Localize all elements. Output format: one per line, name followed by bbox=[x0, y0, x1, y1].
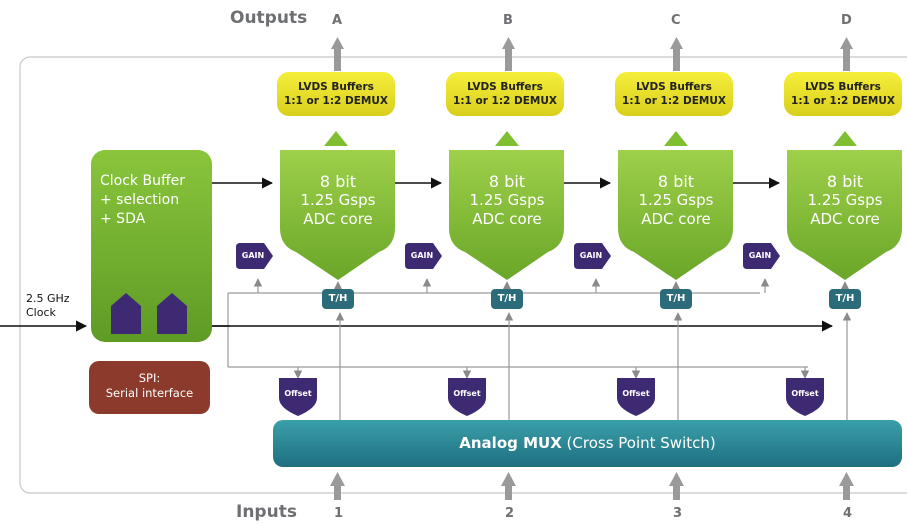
input-label-2: 2 bbox=[505, 506, 515, 521]
output-label-a: A bbox=[332, 13, 343, 28]
adc-resolution: 8 bit bbox=[826, 172, 864, 191]
clock-buffer-block: Clock Buffer + selection + SDA bbox=[91, 150, 212, 342]
lvds-buffer-demux: 1:1 or 1:2 DEMUX bbox=[622, 95, 726, 107]
clock-buffer-label: Clock Buffer + selection + SDA bbox=[100, 173, 185, 227]
adc-label: ADC core bbox=[472, 210, 542, 228]
track-hold-b: T/H bbox=[491, 289, 523, 309]
outputs-heading: Outputs bbox=[230, 8, 308, 28]
adc-core-shapes bbox=[280, 150, 902, 280]
offset-label-b: Offset bbox=[453, 389, 481, 398]
gain-label-a: GAIN bbox=[241, 251, 265, 260]
clock-chain bbox=[0, 177, 834, 332]
lvds-buffer-demux: 1:1 or 1:2 DEMUX bbox=[284, 95, 388, 107]
spi-block: SPI: Serial interface bbox=[89, 361, 210, 414]
lvds-buffer-a: LVDS Buffers 1:1 or 1:2 DEMUX bbox=[277, 72, 395, 116]
lvds-buffer-title: LVDS Buffers bbox=[467, 81, 543, 93]
spi-title: SPI: bbox=[138, 371, 161, 385]
adc-core-c: 8 bit 1.25 Gsps ADC core bbox=[616, 172, 736, 229]
adc-label: ADC core bbox=[810, 210, 880, 228]
chip-outline bbox=[19, 56, 907, 494]
adc-rate: 1.25 Gsps bbox=[807, 191, 883, 209]
adc-core-d: 8 bit 1.25 Gsps ADC core bbox=[785, 172, 905, 229]
inputs-heading: Inputs bbox=[236, 502, 297, 522]
clock-input-freq: 2.5 GHz bbox=[26, 292, 70, 305]
track-hold-c: T/H bbox=[660, 289, 692, 309]
analog-mux-subtitle: (Cross Point Switch) bbox=[561, 434, 716, 452]
adc-to-lvds-arrows bbox=[324, 131, 857, 146]
track-hold-d: T/H bbox=[829, 289, 861, 309]
spi-subtitle: Serial interface bbox=[105, 386, 194, 400]
output-label-c: C bbox=[671, 13, 681, 28]
analog-mux-block: Analog MUX (Cross Point Switch) bbox=[273, 420, 902, 467]
output-arrows bbox=[331, 37, 853, 71]
offset-label-d: Offset bbox=[791, 389, 819, 398]
adc-resolution: 8 bit bbox=[657, 172, 695, 191]
gain-label-b: GAIN bbox=[410, 251, 434, 260]
adc-rate: 1.25 Gsps bbox=[300, 191, 376, 209]
input-label-3: 3 bbox=[673, 506, 683, 521]
adc-core-b: 8 bit 1.25 Gsps ADC core bbox=[447, 172, 567, 229]
adc-rate: 1.25 Gsps bbox=[638, 191, 714, 209]
adc-resolution: 8 bit bbox=[319, 172, 357, 191]
lvds-buffer-title: LVDS Buffers bbox=[805, 81, 881, 93]
adc-rate: 1.25 Gsps bbox=[469, 191, 545, 209]
offset-badges bbox=[279, 378, 824, 416]
input-label-1: 1 bbox=[334, 506, 344, 521]
lvds-buffer-c: LVDS Buffers 1:1 or 1:2 DEMUX bbox=[615, 72, 733, 116]
gain-label-c: GAIN bbox=[579, 251, 603, 260]
gain-badges bbox=[236, 243, 780, 269]
gain-label-d: GAIN bbox=[748, 251, 772, 260]
track-hold-a: T/H bbox=[322, 289, 354, 309]
adc-label: ADC core bbox=[303, 210, 373, 228]
output-label-b: B bbox=[503, 13, 513, 28]
analog-mux-title: Analog MUX bbox=[459, 434, 562, 452]
adc-resolution: 8 bit bbox=[488, 172, 526, 191]
offset-label-a: Offset bbox=[284, 389, 312, 398]
lvds-buffer-b: LVDS Buffers 1:1 or 1:2 DEMUX bbox=[446, 72, 564, 116]
clock-input-name: Clock bbox=[26, 306, 56, 319]
lvds-buffer-d: LVDS Buffers 1:1 or 1:2 DEMUX bbox=[784, 72, 902, 116]
lvds-buffer-demux: 1:1 or 1:2 DEMUX bbox=[791, 95, 895, 107]
lvds-buffer-demux: 1:1 or 1:2 DEMUX bbox=[453, 95, 557, 107]
input-arrows bbox=[330, 472, 854, 500]
input-label-4: 4 bbox=[843, 506, 853, 521]
output-label-d: D bbox=[841, 13, 852, 28]
lvds-buffer-title: LVDS Buffers bbox=[298, 81, 374, 93]
control-bus bbox=[227, 278, 852, 420]
clock-input-label: 2.5 GHz Clock bbox=[26, 292, 70, 320]
adc-label: ADC core bbox=[641, 210, 711, 228]
adc-core-a: 8 bit 1.25 Gsps ADC core bbox=[278, 172, 398, 229]
lvds-buffer-title: LVDS Buffers bbox=[636, 81, 712, 93]
offset-label-c: Offset bbox=[622, 389, 650, 398]
